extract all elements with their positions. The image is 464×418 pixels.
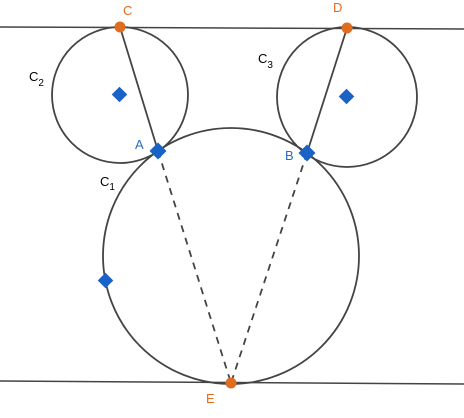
label-c2: C2 — [29, 69, 44, 89]
point-a — [149, 142, 167, 160]
label-c3: C3 — [258, 51, 273, 71]
label-c2-sub: 2 — [38, 78, 44, 89]
point-c — [114, 21, 126, 33]
label-c: C — [123, 3, 132, 18]
label-e: E — [206, 391, 215, 406]
label-b: B — [285, 148, 294, 163]
segment-db — [306, 27, 348, 154]
label-c3-main: C — [258, 51, 267, 66]
point-d — [341, 22, 353, 34]
label-c3-sub: 3 — [267, 60, 273, 71]
circle-c1 — [102, 127, 360, 385]
label-c2-main: C — [29, 69, 38, 84]
label-c1-main: C — [100, 174, 109, 189]
segment-be-dashed — [230, 152, 308, 384]
label-c1-sub: 1 — [109, 182, 115, 193]
center-c3 — [338, 88, 355, 105]
label-d: D — [333, 0, 342, 15]
segment-ca — [119, 26, 159, 152]
label-a: A — [135, 137, 144, 152]
label-c1: C1 — [100, 174, 115, 193]
segment-ae-dashed — [157, 150, 232, 384]
point-e — [225, 377, 237, 389]
top-tangent-line — [0, 26, 464, 30]
center-c2 — [111, 86, 128, 103]
point-b — [298, 144, 316, 162]
point-on-c1 — [97, 272, 114, 289]
